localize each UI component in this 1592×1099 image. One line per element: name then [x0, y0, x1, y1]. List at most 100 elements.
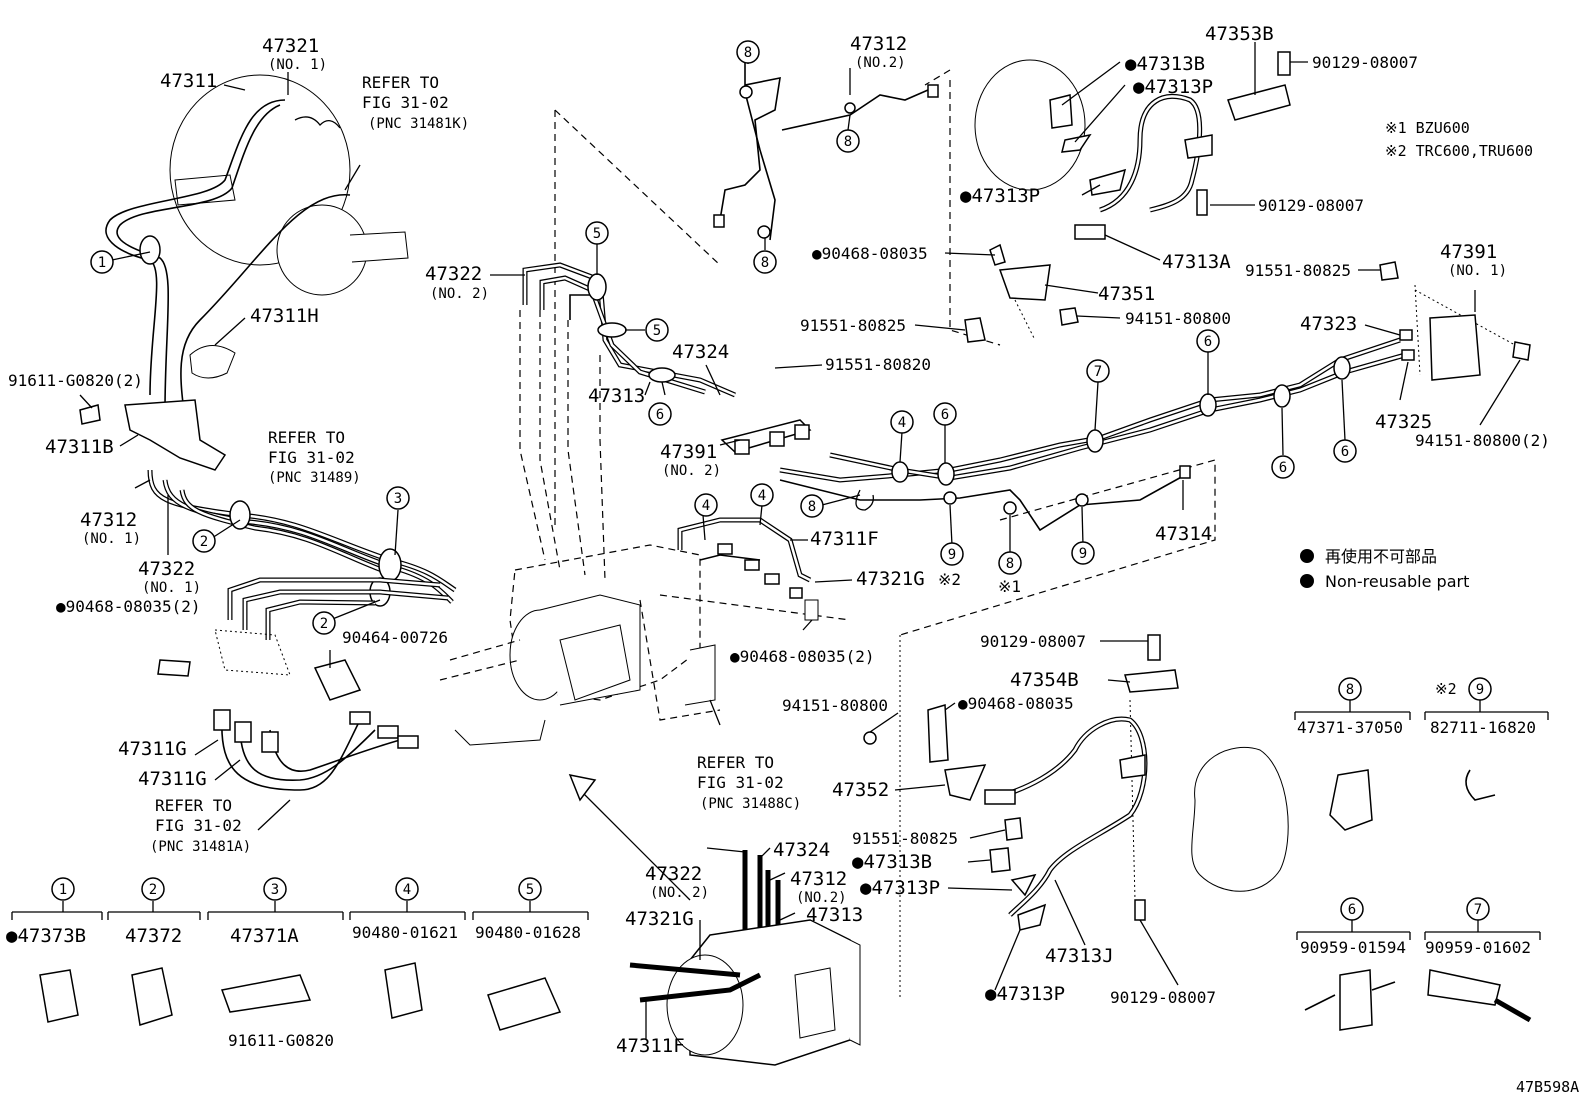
callout-4: 4	[890, 410, 914, 434]
svg-text:4: 4	[758, 488, 766, 504]
callout-8: 8	[753, 250, 777, 274]
refer3-l3: (PNC 31481A)	[150, 839, 251, 855]
svg-text:8: 8	[844, 134, 852, 150]
callout-8: 8	[998, 551, 1022, 575]
label-47313P-top: ●47313P	[1133, 76, 1213, 98]
front-tubes	[79, 99, 457, 791]
label-91551-80820: 91551-80820	[825, 355, 931, 374]
callout-8: 8	[836, 129, 860, 153]
label-47314: 47314	[1155, 523, 1212, 545]
refer1-l3: (PNC 31481K)	[368, 116, 469, 132]
part-labels: 4 7 3 2 1 (NO. 1) 47311 REFER TO FIG 31-02 (…	[8, 23, 1579, 1096]
svg-text:8: 8	[744, 45, 752, 61]
callout-5: 5	[585, 221, 609, 245]
clamp-legend-bottom: 1 ●47373B 2 47372 3 47371A 91611-G0820 4…	[6, 877, 589, 1050]
abs-enlarged	[568, 773, 861, 1066]
label-91551-c: 91551-80825	[852, 829, 958, 848]
label-47321G-mark: ※2	[938, 570, 961, 589]
clamp-8: 8 47371-37050	[1297, 677, 1403, 831]
svg-text:6: 6	[941, 407, 949, 423]
label-47322-no1-sub: (NO. 1)	[142, 580, 201, 596]
callout-6: 6	[933, 402, 957, 426]
label-ab-47312-sub: (NO.2)	[796, 890, 847, 906]
clamp-4: 4 90480-01621	[352, 877, 458, 1019]
svg-text:2: 2	[149, 882, 157, 898]
label-47313B-top: ●47313B	[1125, 53, 1205, 75]
note-model2: ※2 TRC600,TRU600	[1385, 142, 1533, 160]
svg-text:8: 8	[761, 255, 769, 271]
label-47351: 47351	[1098, 283, 1155, 305]
callout-9: 9	[940, 542, 964, 566]
clamp-3: 3 47371A 91611-G0820	[220, 877, 334, 1050]
refer4-l2: FIG 31-02	[697, 773, 784, 792]
label-47313J: 47313J	[1045, 945, 1114, 967]
callout-8: 9	[1071, 541, 1095, 565]
clamp-6: 6 90959-01594	[1300, 897, 1406, 1031]
clamp-legend-right: 8 47371-37050 9 ※2 82711-16820 6 90959-0…	[1294, 677, 1549, 1031]
label-47322-no1: 47322	[138, 558, 195, 580]
label-47391-no2-sub: (NO. 2)	[662, 463, 721, 479]
refer2-l3: (PNC 31489)	[268, 470, 361, 486]
refer1-l2: FIG 31-02	[362, 93, 449, 112]
svg-text:6: 6	[1341, 444, 1349, 460]
clamp-5: 5 90480-01628	[475, 877, 581, 1031]
label-47313: 47313	[588, 385, 645, 407]
callout-1: 1	[90, 250, 114, 274]
svg-text:6: 6	[1279, 460, 1287, 476]
svg-text:※2: ※2	[1435, 680, 1457, 698]
svg-text:5: 5	[653, 323, 661, 339]
label-47312-no1-sub: (NO. 1)	[82, 531, 141, 547]
label-47313B-bot: ●47313B	[852, 851, 932, 873]
refer4-l1: REFER TO	[697, 753, 774, 772]
svg-text:5: 5	[526, 882, 534, 898]
svg-text:1: 1	[98, 255, 106, 271]
svg-text:82711-16820: 82711-16820	[1430, 718, 1536, 737]
label-47321-sub: (NO. 1)	[268, 57, 327, 73]
callout-6: 6	[1333, 439, 1357, 463]
label-47311H: 47311H	[250, 305, 319, 327]
label-ab-47312: 47312	[790, 868, 847, 890]
label-90129-d: 90129-08007	[1110, 988, 1216, 1007]
label-90464: 90464-00726	[342, 628, 448, 647]
label-47313P-bot: ●47313P	[860, 877, 940, 899]
label-90129-c: 90129-08007	[980, 632, 1086, 651]
callout-4: 4	[694, 493, 718, 517]
label-90468-mid: ●90468-08035	[958, 694, 1074, 713]
label-90468-2b: ●90468-08035(2)	[730, 647, 875, 666]
label-91551-b: 91551-80825	[1245, 261, 1351, 280]
svg-text:90959-01594: 90959-01594	[1300, 938, 1406, 957]
rear-hose-top	[964, 51, 1399, 343]
refer4-l3: (PNC 31488C)	[700, 796, 801, 812]
svg-text:6: 6	[1204, 334, 1212, 350]
center-tubes	[522, 262, 1531, 621]
svg-text:8: 8	[808, 499, 816, 515]
rear-hose-bottom	[863, 634, 1289, 931]
svg-text:6: 6	[1348, 902, 1356, 918]
non-reusable-dot-icon	[1300, 574, 1314, 588]
label-47324: 47324	[672, 341, 729, 363]
label-47322-no2-sub: (NO. 2)	[430, 286, 489, 302]
svg-text:8: 8	[1006, 556, 1014, 572]
svg-text:7: 7	[1474, 902, 1482, 918]
label-47311: 47311	[160, 70, 217, 92]
svg-text:7: 7	[1094, 364, 1102, 380]
label-47391-no2: 47391	[660, 441, 717, 463]
callout-8: 8	[800, 494, 824, 518]
legend-jp: 再使用不可部品	[1325, 547, 1437, 566]
clamp-1: 1 ●47373B	[6, 877, 86, 1023]
clamp-9: 9 ※2 82711-16820	[1430, 677, 1536, 801]
label-47391-no1-sub: (NO. 1)	[1448, 263, 1507, 279]
label-47311B: 47311B	[45, 436, 114, 458]
label-47325: 47325	[1375, 411, 1432, 433]
label-47313A: 47313A	[1162, 251, 1231, 273]
label-ab-47322: 47322	[645, 863, 702, 885]
svg-text:4: 4	[403, 882, 411, 898]
clamp-7: 7 90959-01602	[1425, 897, 1532, 1023]
callout-4: 4	[750, 483, 774, 507]
svg-text:90480-01621: 90480-01621	[352, 923, 458, 942]
legend: 再使用不可部品 Non-reusable part	[1300, 547, 1469, 591]
svg-text:3: 3	[394, 491, 402, 507]
label-47312-no2: 47312	[850, 33, 907, 55]
label-47312-no2-sub: (NO.2)	[855, 55, 906, 71]
